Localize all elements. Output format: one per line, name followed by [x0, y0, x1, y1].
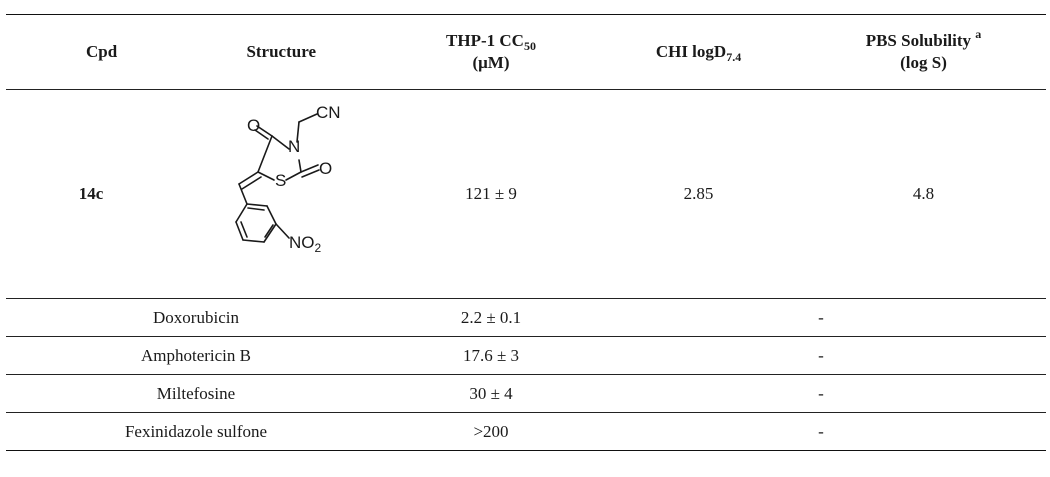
cell-reference-name: Doxorubicin	[6, 298, 386, 337]
header-chi: CHI logD7.4	[596, 15, 801, 90]
chemical-structure-14c: O N CN O S NO2	[235, 103, 341, 255]
table-row-reference: Amphotericin B 17.6 ± 3 -	[6, 336, 1046, 375]
structure-label-n: N	[288, 137, 300, 156]
header-structure: Structure	[246, 42, 316, 61]
cell-reference-other: -	[596, 374, 1046, 413]
header-cpd: Cpd	[86, 42, 118, 61]
cell-reference-name: Amphotericin B	[6, 336, 386, 375]
structure-label-no2-main: NO	[289, 233, 315, 252]
cell-pbs-14c: 4.8	[801, 89, 1046, 299]
cell-reference-thp1: 2.2 ± 0.1	[386, 298, 596, 337]
table-row-reference: Fexinidazole sulfone >200 -	[6, 412, 1046, 451]
cell-reference-name: Miltefosine	[6, 374, 386, 413]
cell-thp1-14c: 121 ± 9	[386, 89, 596, 299]
structure-label-o-top: O	[247, 116, 260, 135]
header-thp1-label: THP-1 CC	[446, 31, 524, 50]
cell-reference-other: -	[596, 412, 1046, 451]
table-row-reference: Doxorubicin 2.2 ± 0.1 -	[6, 298, 1046, 337]
header-thp1-unit: (μM)	[472, 53, 510, 72]
header-pbs-footnote: a	[975, 27, 982, 41]
header-chi-label: CHI logD	[655, 42, 727, 61]
structure-label-o-right: O	[319, 159, 332, 178]
cell-chi-14c: 2.85	[596, 89, 801, 299]
header-thp1: THP-1 CC50 (μM)	[386, 15, 596, 90]
structure-label-cn: CN	[316, 103, 341, 122]
cell-reference-name: Fexinidazole sulfone	[6, 412, 386, 451]
table-row-14c: 14c	[6, 89, 1046, 299]
compound-table: Cpd Structure THP-1 CC50 (μM) CHI logD7.…	[6, 14, 1046, 451]
header-thp1-subscript: 50	[523, 39, 536, 53]
structure-label-s: S	[275, 171, 286, 190]
structure-label-no2: NO2	[289, 233, 322, 255]
cell-reference-other: -	[596, 336, 1046, 375]
cell-reference-thp1: 17.6 ± 3	[386, 336, 596, 375]
cell-structure: O N CN O S NO2	[176, 89, 386, 299]
header-pbs-label: PBS Solubility	[865, 31, 972, 50]
header-row: Cpd Structure THP-1 CC50 (μM) CHI logD7.…	[6, 14, 1046, 90]
structure-label-no2-sub: 2	[315, 241, 322, 255]
table-row-reference: Miltefosine 30 ± 4 -	[6, 374, 1046, 413]
header-pbs: PBS Solubility a (log S)	[801, 15, 1046, 90]
header-pbs-unit: (log S)	[900, 53, 947, 72]
cell-reference-thp1: 30 ± 4	[386, 374, 596, 413]
header-chi-subscript: 7.4	[726, 50, 742, 64]
cell-reference-other: -	[596, 298, 1046, 337]
cell-reference-thp1: >200	[386, 412, 596, 451]
cell-compound-name: 14c	[6, 89, 176, 299]
